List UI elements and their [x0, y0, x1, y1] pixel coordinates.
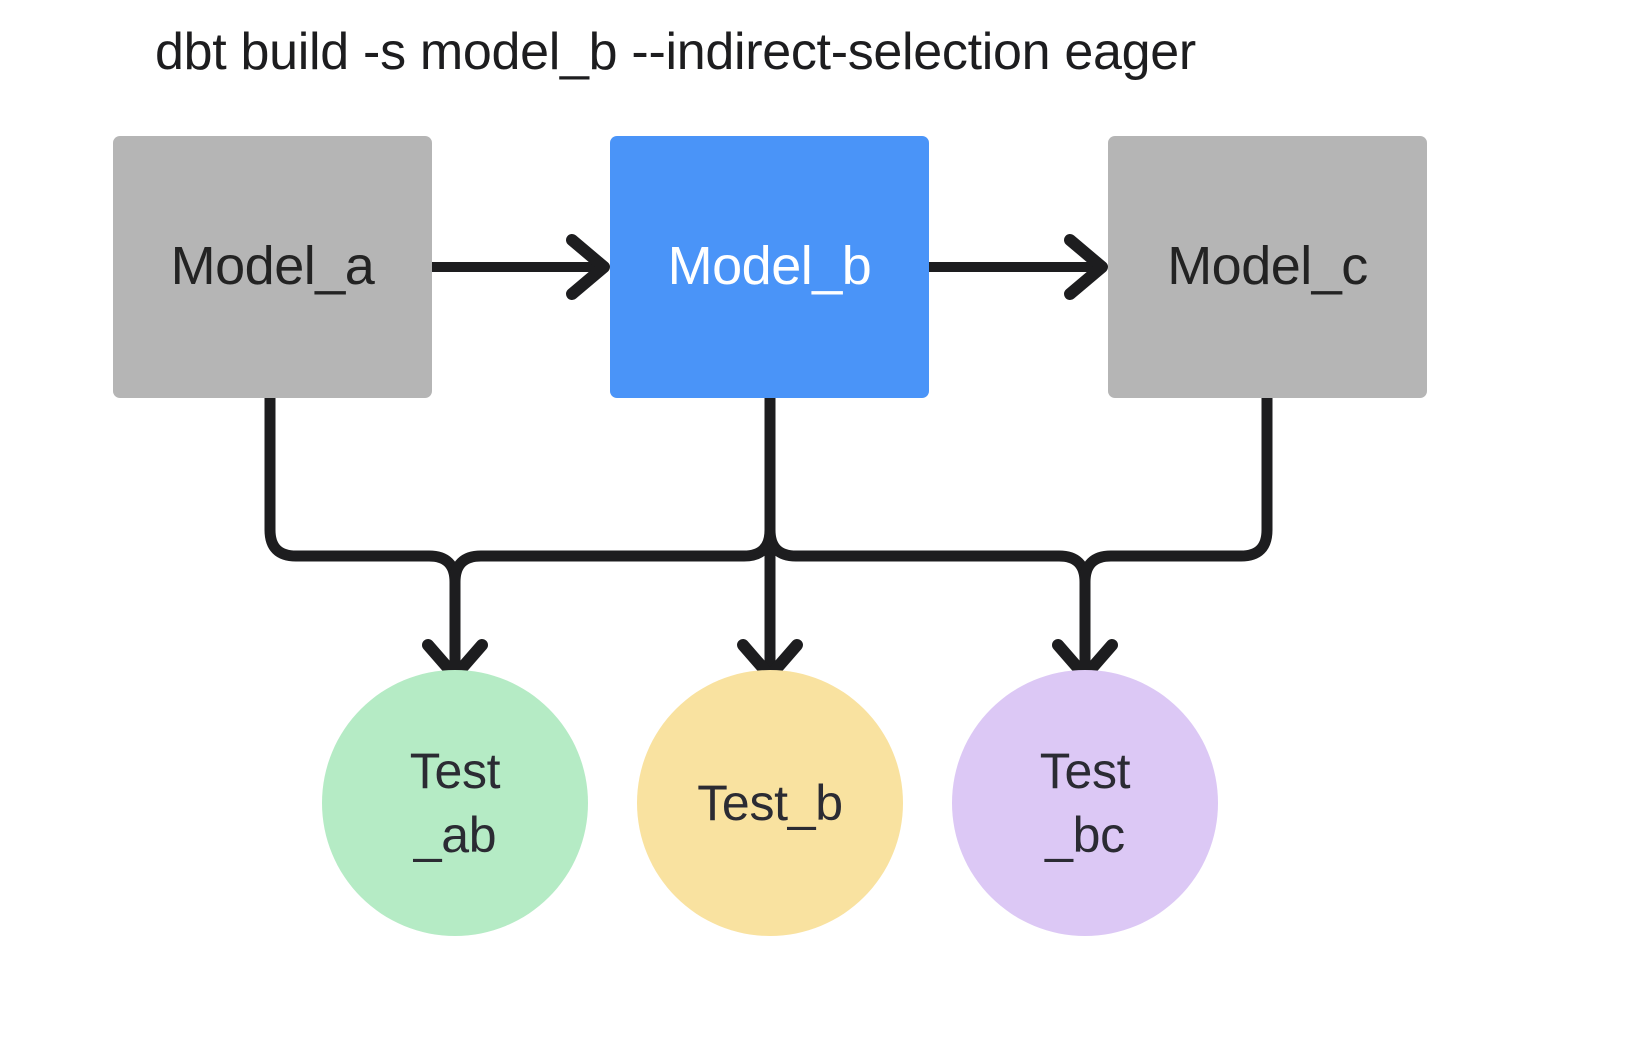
node-shape-model-c[interactable] — [1108, 136, 1427, 398]
node-shape-test-bc[interactable] — [952, 670, 1218, 936]
edge-model-b-to-test-bc — [764, 392, 1091, 678]
node-layer — [113, 136, 1427, 936]
node-shape-model-b[interactable] — [610, 136, 929, 398]
edge-model-a-to-test-ab — [264, 392, 461, 678]
node-shape-test-b[interactable] — [637, 670, 903, 936]
edge-model-b-to-test-ab — [449, 392, 776, 678]
node-shape-test-ab[interactable] — [322, 670, 588, 936]
edge-model-b-to-model-c — [924, 234, 1108, 300]
edge-model-c-to-test-bc — [1079, 392, 1273, 678]
diagram-title: dbt build -s model_b --indirect-selectio… — [155, 23, 1196, 81]
node-shape-model-a[interactable] — [113, 136, 432, 398]
edge-model-a-to-model-b — [427, 234, 610, 300]
